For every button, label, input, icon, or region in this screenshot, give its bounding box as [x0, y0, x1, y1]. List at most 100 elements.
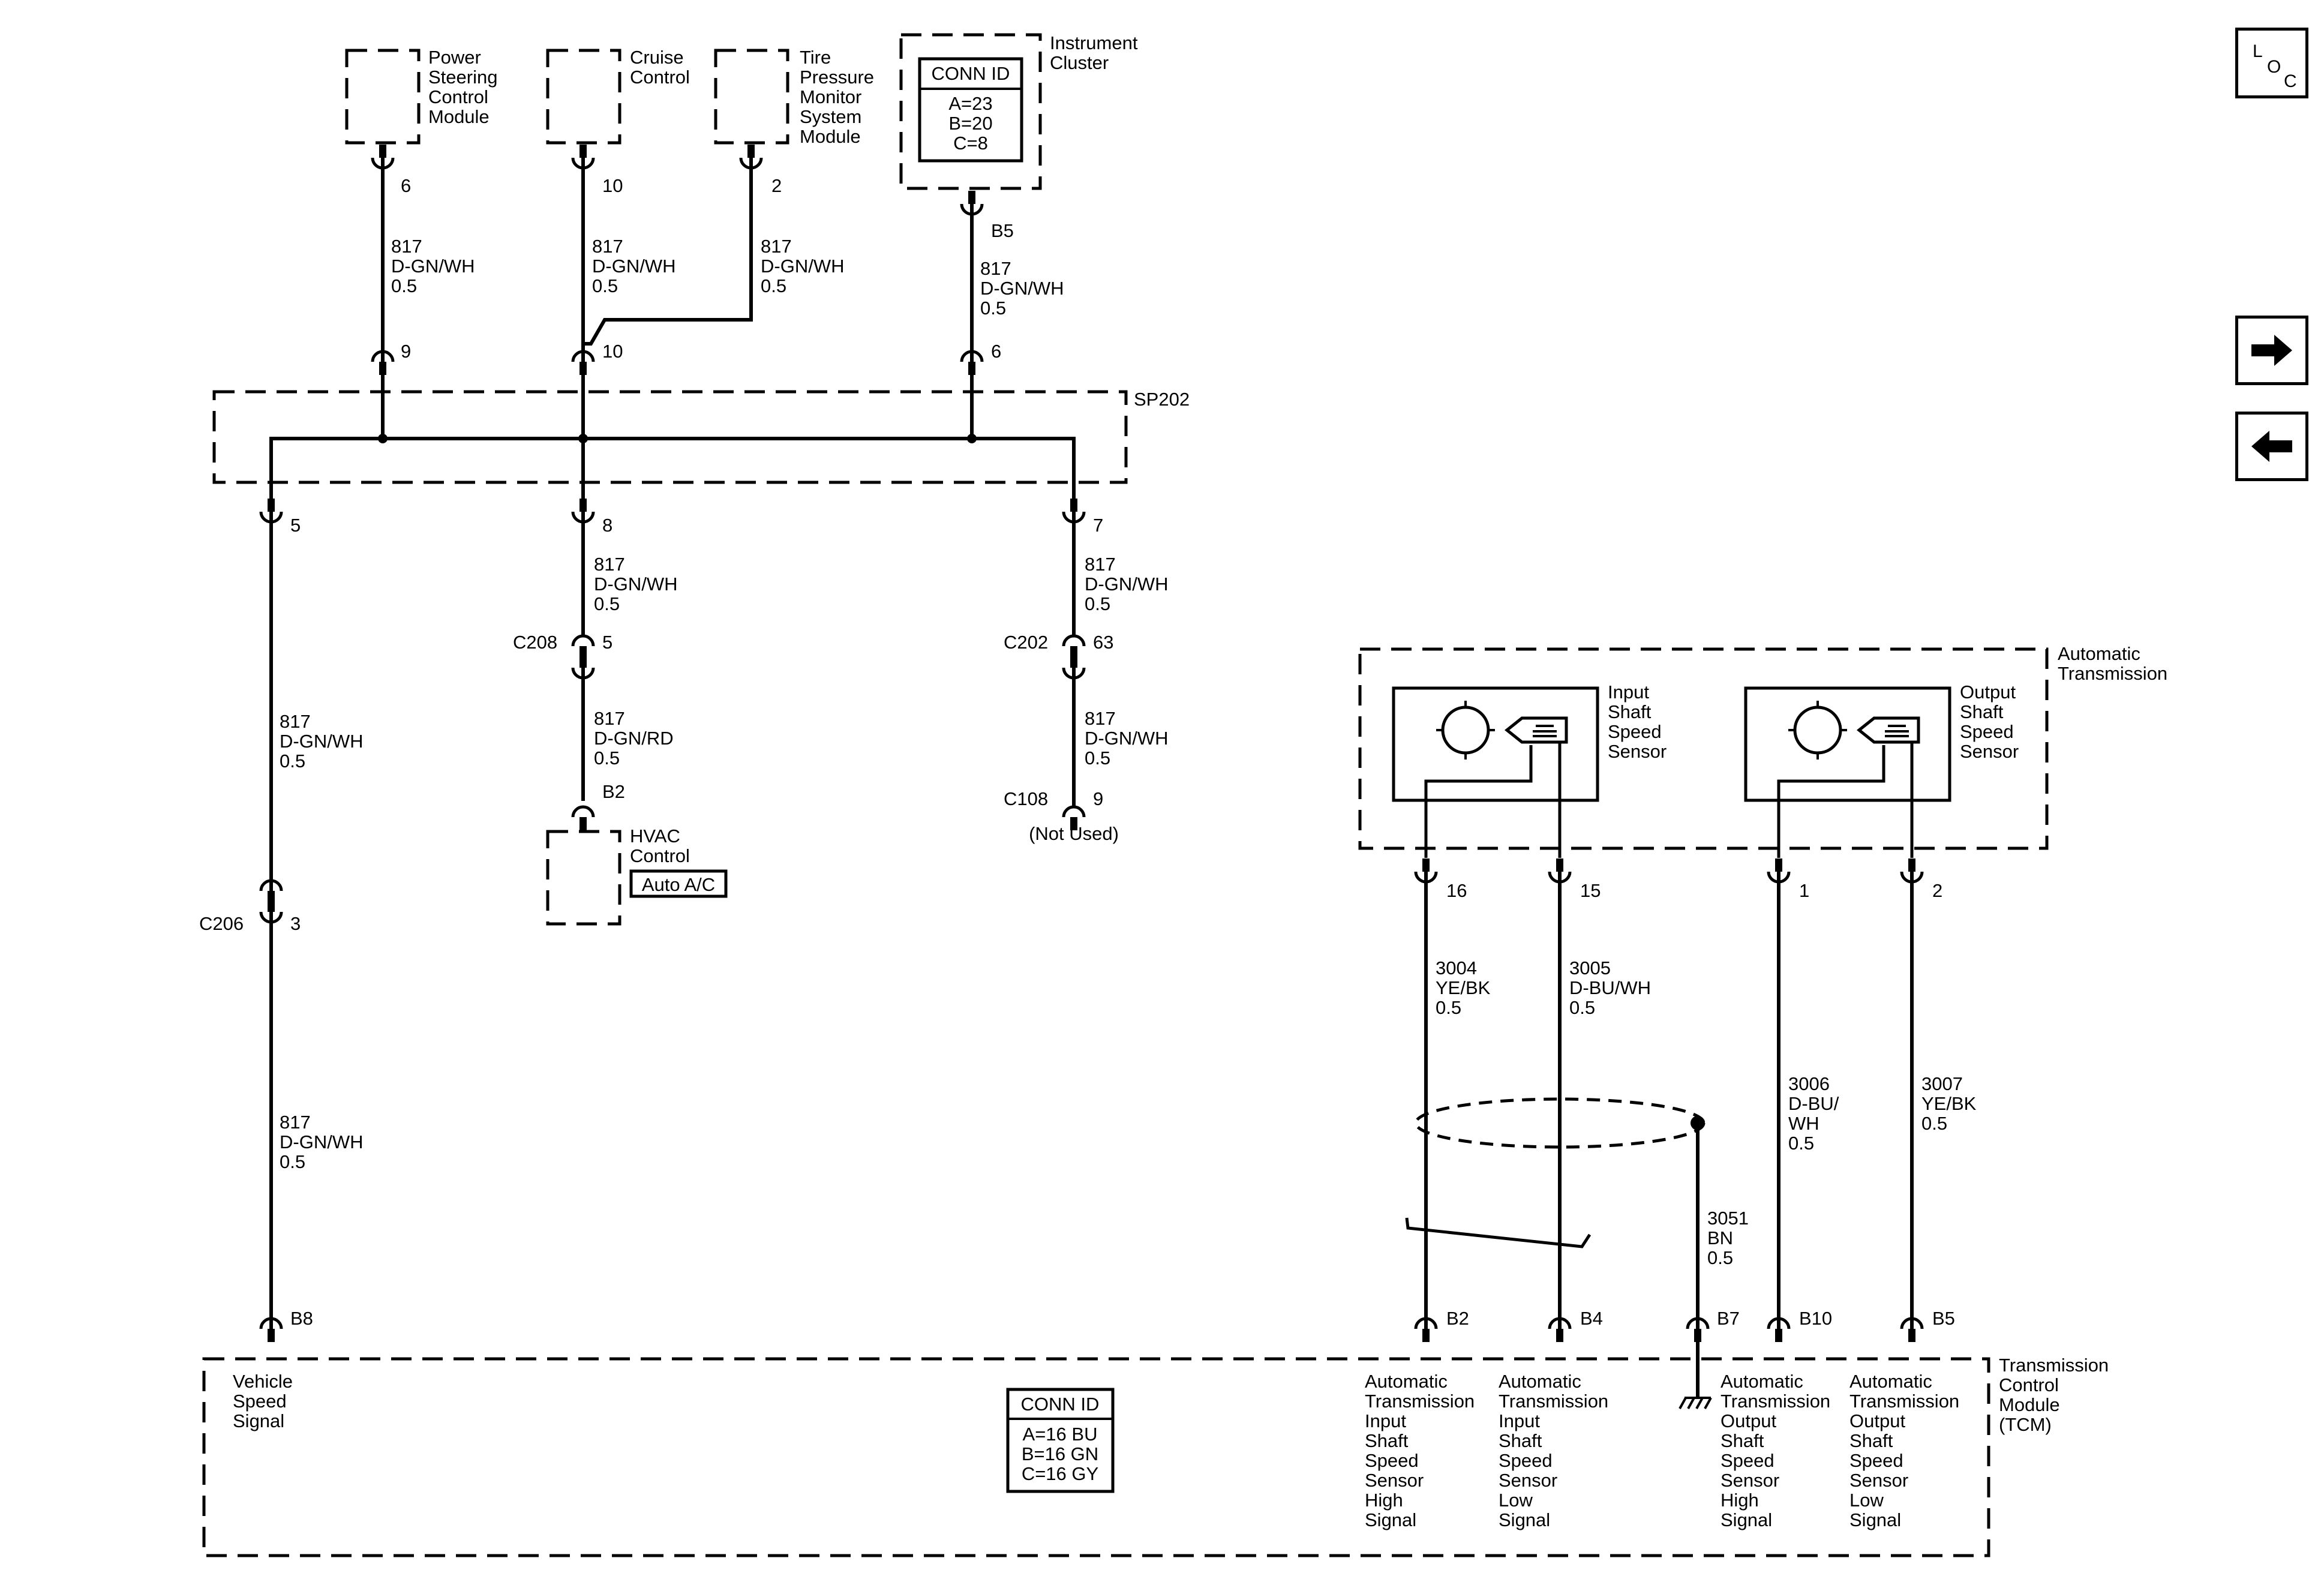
svg-text:D-GN/WH: D-GN/WH: [594, 574, 677, 595]
svg-text:HVAC: HVAC: [630, 825, 680, 846]
hvac-control-box: [546, 830, 621, 926]
svg-text:Sensor: Sensor: [1365, 1470, 1424, 1491]
pin-sp-out-1: 5: [290, 515, 301, 536]
ground-icon: [1679, 1342, 1712, 1409]
pin-trans-16: 16: [1446, 880, 1467, 901]
svg-text:Shaft: Shaft: [1608, 701, 1652, 722]
iss-low-signal-label: AutomaticTransmissionInputShaftSpeedSens…: [1499, 1371, 1608, 1530]
svg-text:Signal: Signal: [1499, 1509, 1550, 1530]
svg-text:Tire: Tire: [800, 47, 831, 68]
svg-text:D-GN/WH: D-GN/WH: [980, 278, 1064, 299]
svg-text:D-GN/RD: D-GN/RD: [594, 728, 674, 749]
ic-conn-id-box: [918, 57, 1023, 163]
svg-text:Pressure: Pressure: [800, 67, 874, 88]
wire-tpms: [583, 158, 753, 346]
svg-text:B=20: B=20: [948, 113, 992, 134]
svg-text:Transmission: Transmission: [1721, 1391, 1830, 1412]
pin-cruise: 10: [602, 175, 623, 196]
svg-text:Output: Output: [1721, 1410, 1776, 1431]
pin-trans-2: 2: [1932, 880, 1942, 901]
svg-text:D-GN/WH: D-GN/WH: [280, 731, 363, 752]
svg-text:Module: Module: [1999, 1394, 2060, 1415]
svg-text:System: System: [800, 106, 861, 127]
tpms-label: Tire Pressure Monitor System Module: [800, 47, 874, 147]
pin-tcm-b8: B8: [290, 1308, 313, 1329]
loc-letter-o: O: [2267, 57, 2281, 77]
svg-text:Input: Input: [1608, 682, 1649, 703]
svg-text:Cruise: Cruise: [630, 47, 684, 68]
svg-text:817: 817: [1085, 554, 1116, 575]
pin-tpms: 2: [771, 175, 782, 196]
svg-text:BN: BN: [1707, 1227, 1733, 1248]
svg-text:Automatic: Automatic: [1365, 1371, 1448, 1392]
tcm-conn-id: CONN ID A=16 BU B=16 GN C=16 GY: [1021, 1394, 1100, 1484]
svg-text:3004: 3004: [1436, 957, 1477, 978]
tcm-label: Transmission Control Module (TCM): [1999, 1355, 2109, 1435]
svg-text:Automatic: Automatic: [2058, 643, 2140, 664]
svg-text:Control: Control: [428, 86, 488, 107]
pin-trans-1: 1: [1799, 880, 1809, 901]
svg-text:Signal: Signal: [1849, 1509, 1901, 1530]
splice-sp202-box: [212, 390, 1128, 484]
svg-text:0.5: 0.5: [391, 275, 417, 296]
svg-text:D-GN/WH: D-GN/WH: [761, 256, 844, 277]
svg-text:3006: 3006: [1788, 1073, 1830, 1094]
automatic-transmission-box: [1358, 647, 2049, 850]
tcm-conn-id-box: [1006, 1388, 1115, 1493]
svg-text:D-GN/WH: D-GN/WH: [391, 256, 475, 277]
splice-bus: [269, 437, 1076, 499]
svg-text:CONN ID: CONN ID: [1021, 1394, 1100, 1415]
cruise-label: Cruise Control: [630, 47, 690, 88]
svg-text:D-BU/WH: D-BU/WH: [1569, 977, 1651, 998]
svg-text:Transmission: Transmission: [1849, 1391, 1959, 1412]
output-shaft-sensor-label: Output Shaft Speed Sensor: [1960, 682, 2019, 762]
psc-label: Power Steering Control Module: [428, 47, 497, 127]
svg-text:0.5: 0.5: [1921, 1113, 1947, 1134]
tcm-box: [202, 1357, 1990, 1557]
svg-text:Sensor: Sensor: [1849, 1470, 1908, 1491]
svg-text:D-GN/WH: D-GN/WH: [1085, 574, 1168, 595]
oss-high-signal-label: AutomaticTransmissionOutputShaftSpeedSen…: [1721, 1371, 1830, 1530]
svg-text:817: 817: [592, 236, 623, 257]
svg-text:Shaft: Shaft: [1721, 1430, 1764, 1451]
svg-text:Sensor: Sensor: [1960, 741, 2019, 762]
svg-text:0.5: 0.5: [1085, 593, 1110, 614]
previous-page-button[interactable]: [2235, 412, 2308, 481]
svg-text:D-GN/WH: D-GN/WH: [1085, 728, 1168, 749]
instrument-cluster-box: [899, 33, 1042, 190]
svg-text:High: High: [1365, 1490, 1403, 1511]
svg-text:Signal: Signal: [233, 1410, 284, 1431]
svg-text:Shaft: Shaft: [1499, 1430, 1542, 1451]
next-page-button[interactable]: [2235, 316, 2308, 385]
svg-text:Speed: Speed: [1608, 721, 1662, 742]
connector-c206: C206: [199, 913, 244, 934]
svg-text:3007: 3007: [1921, 1073, 1963, 1094]
svg-text:Speed: Speed: [1499, 1450, 1553, 1471]
svg-text:Vehicle: Vehicle: [233, 1371, 293, 1392]
svg-text:D-BU/: D-BU/: [1788, 1093, 1839, 1114]
pin-c108: 9: [1093, 788, 1103, 809]
loc-button[interactable]: L O C: [2235, 28, 2308, 98]
pin-c202: 63: [1093, 632, 1113, 653]
svg-text:Sensor: Sensor: [1499, 1470, 1557, 1491]
svg-text:Transmission: Transmission: [1499, 1391, 1608, 1412]
svg-text:3005: 3005: [1569, 957, 1611, 978]
svg-text:Transmission: Transmission: [1999, 1355, 2109, 1376]
not-used-label: (Not Used): [1029, 823, 1119, 844]
svg-text:YE/BK: YE/BK: [1921, 1093, 1977, 1114]
svg-text:Shaft: Shaft: [1365, 1430, 1409, 1451]
svg-text:Steering: Steering: [428, 67, 497, 88]
svg-text:0.5: 0.5: [1085, 748, 1110, 769]
svg-text:0.5: 0.5: [280, 751, 305, 772]
pin-sp-a: 9: [401, 341, 411, 362]
svg-text:Transmission: Transmission: [2058, 663, 2167, 684]
pin-sp-c: 6: [991, 341, 1001, 362]
svg-text:YE/BK: YE/BK: [1436, 977, 1491, 998]
